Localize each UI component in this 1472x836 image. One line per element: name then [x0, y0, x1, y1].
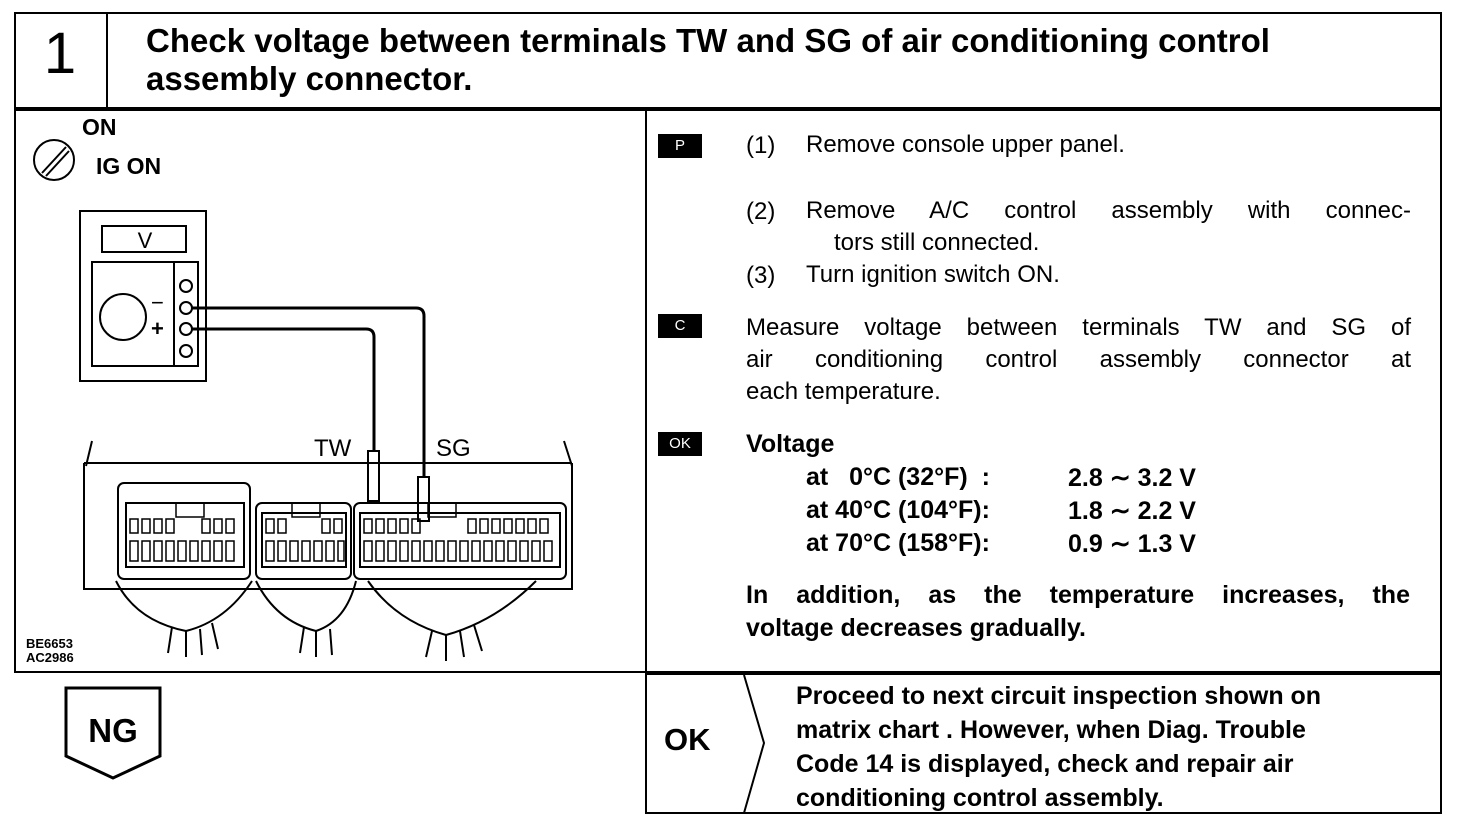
ng-arrow-icon: [64, 686, 162, 780]
ok-line4: conditioning control assembly.: [796, 784, 1164, 812]
wire-harness-icon: [115, 580, 537, 661]
ignition-switch-icon: [33, 139, 75, 181]
voltage-temp-1: at 40°C (104°F):: [806, 496, 990, 524]
ok-arrow-icon: [743, 675, 766, 813]
ng-label: NG: [88, 712, 138, 749]
voltage-temp-0: at 0°C (32°F) :: [806, 463, 990, 491]
step2-text-line1: Remove A/C control assembly with connec-: [806, 197, 1411, 224]
measure-line2: air conditioning control assembly connec…: [746, 346, 1411, 373]
voltage-heading: Voltage: [746, 430, 835, 458]
addition-line1: In addition, as the temperature increase…: [746, 581, 1410, 609]
step1-number: (1): [746, 132, 776, 159]
plus-sign: +: [151, 316, 164, 341]
figure-code-2: AC2986: [26, 650, 74, 665]
step2-number: (2): [746, 198, 776, 225]
measure-line3: each temperature.: [746, 378, 941, 405]
minus-sign: −: [151, 290, 164, 315]
step-title-line2: assembly connector.: [146, 60, 473, 97]
step3-number: (3): [746, 262, 776, 289]
step2-text-line2: tors still connected.: [834, 229, 1040, 256]
figure-code-1: BE6653: [26, 636, 73, 651]
ok-instruction: Proceed to next circuit inspection shown…: [796, 679, 1426, 815]
tag-preparation: P: [658, 134, 702, 158]
step-number: 1: [43, 21, 77, 86]
wiring-diagram: [33, 139, 573, 661]
step-title: Check voltage between terminals TW and S…: [146, 22, 1426, 98]
ok-line1: Proceed to next circuit inspection shown…: [796, 682, 1322, 710]
connector-pins: [129, 502, 553, 562]
voltage-temp-2: at 70°C (158°F):: [806, 529, 990, 557]
step-header: [14, 12, 1442, 109]
panel-divider: [645, 109, 647, 673]
step-number-cell: [14, 12, 108, 109]
voltage-range-1: 1.8 ∼ 2.2 V: [1068, 497, 1196, 525]
probe-tips: [367, 450, 430, 522]
ok-line3: Code 14 is displayed, check and repair a…: [796, 750, 1294, 778]
ok-label: OK: [664, 722, 711, 757]
ok-result-box: [645, 673, 1442, 814]
control-assembly-icon: [83, 440, 573, 590]
step-title-line1: Check voltage between terminals TW and S…: [146, 22, 1270, 59]
ignition-ig-on-label: IG ON: [96, 153, 162, 179]
probe-leads: [192, 306, 426, 481]
tag-ok: OK: [658, 432, 702, 456]
terminal-tw-label: TW: [314, 435, 352, 462]
terminal-sg-label: SG: [436, 435, 471, 462]
addition-line2: voltage decreases gradually.: [746, 614, 1086, 642]
main-panel: [14, 109, 1442, 673]
meter-label: V: [137, 228, 153, 253]
tag-check: C: [658, 314, 702, 338]
voltage-range-2: 0.9 ∼ 1.3 V: [1068, 530, 1196, 558]
ignition-on-label: ON: [82, 114, 117, 140]
measure-line1: Measure voltage between terminals TW and…: [746, 314, 1411, 341]
step3-text: Turn ignition switch ON.: [806, 261, 1060, 288]
ok-line2: matrix chart . However, when Diag. Troub…: [796, 716, 1306, 744]
voltage-range-0: 2.8 ∼ 3.2 V: [1068, 464, 1196, 492]
step1-text: Remove console upper panel.: [806, 131, 1125, 158]
